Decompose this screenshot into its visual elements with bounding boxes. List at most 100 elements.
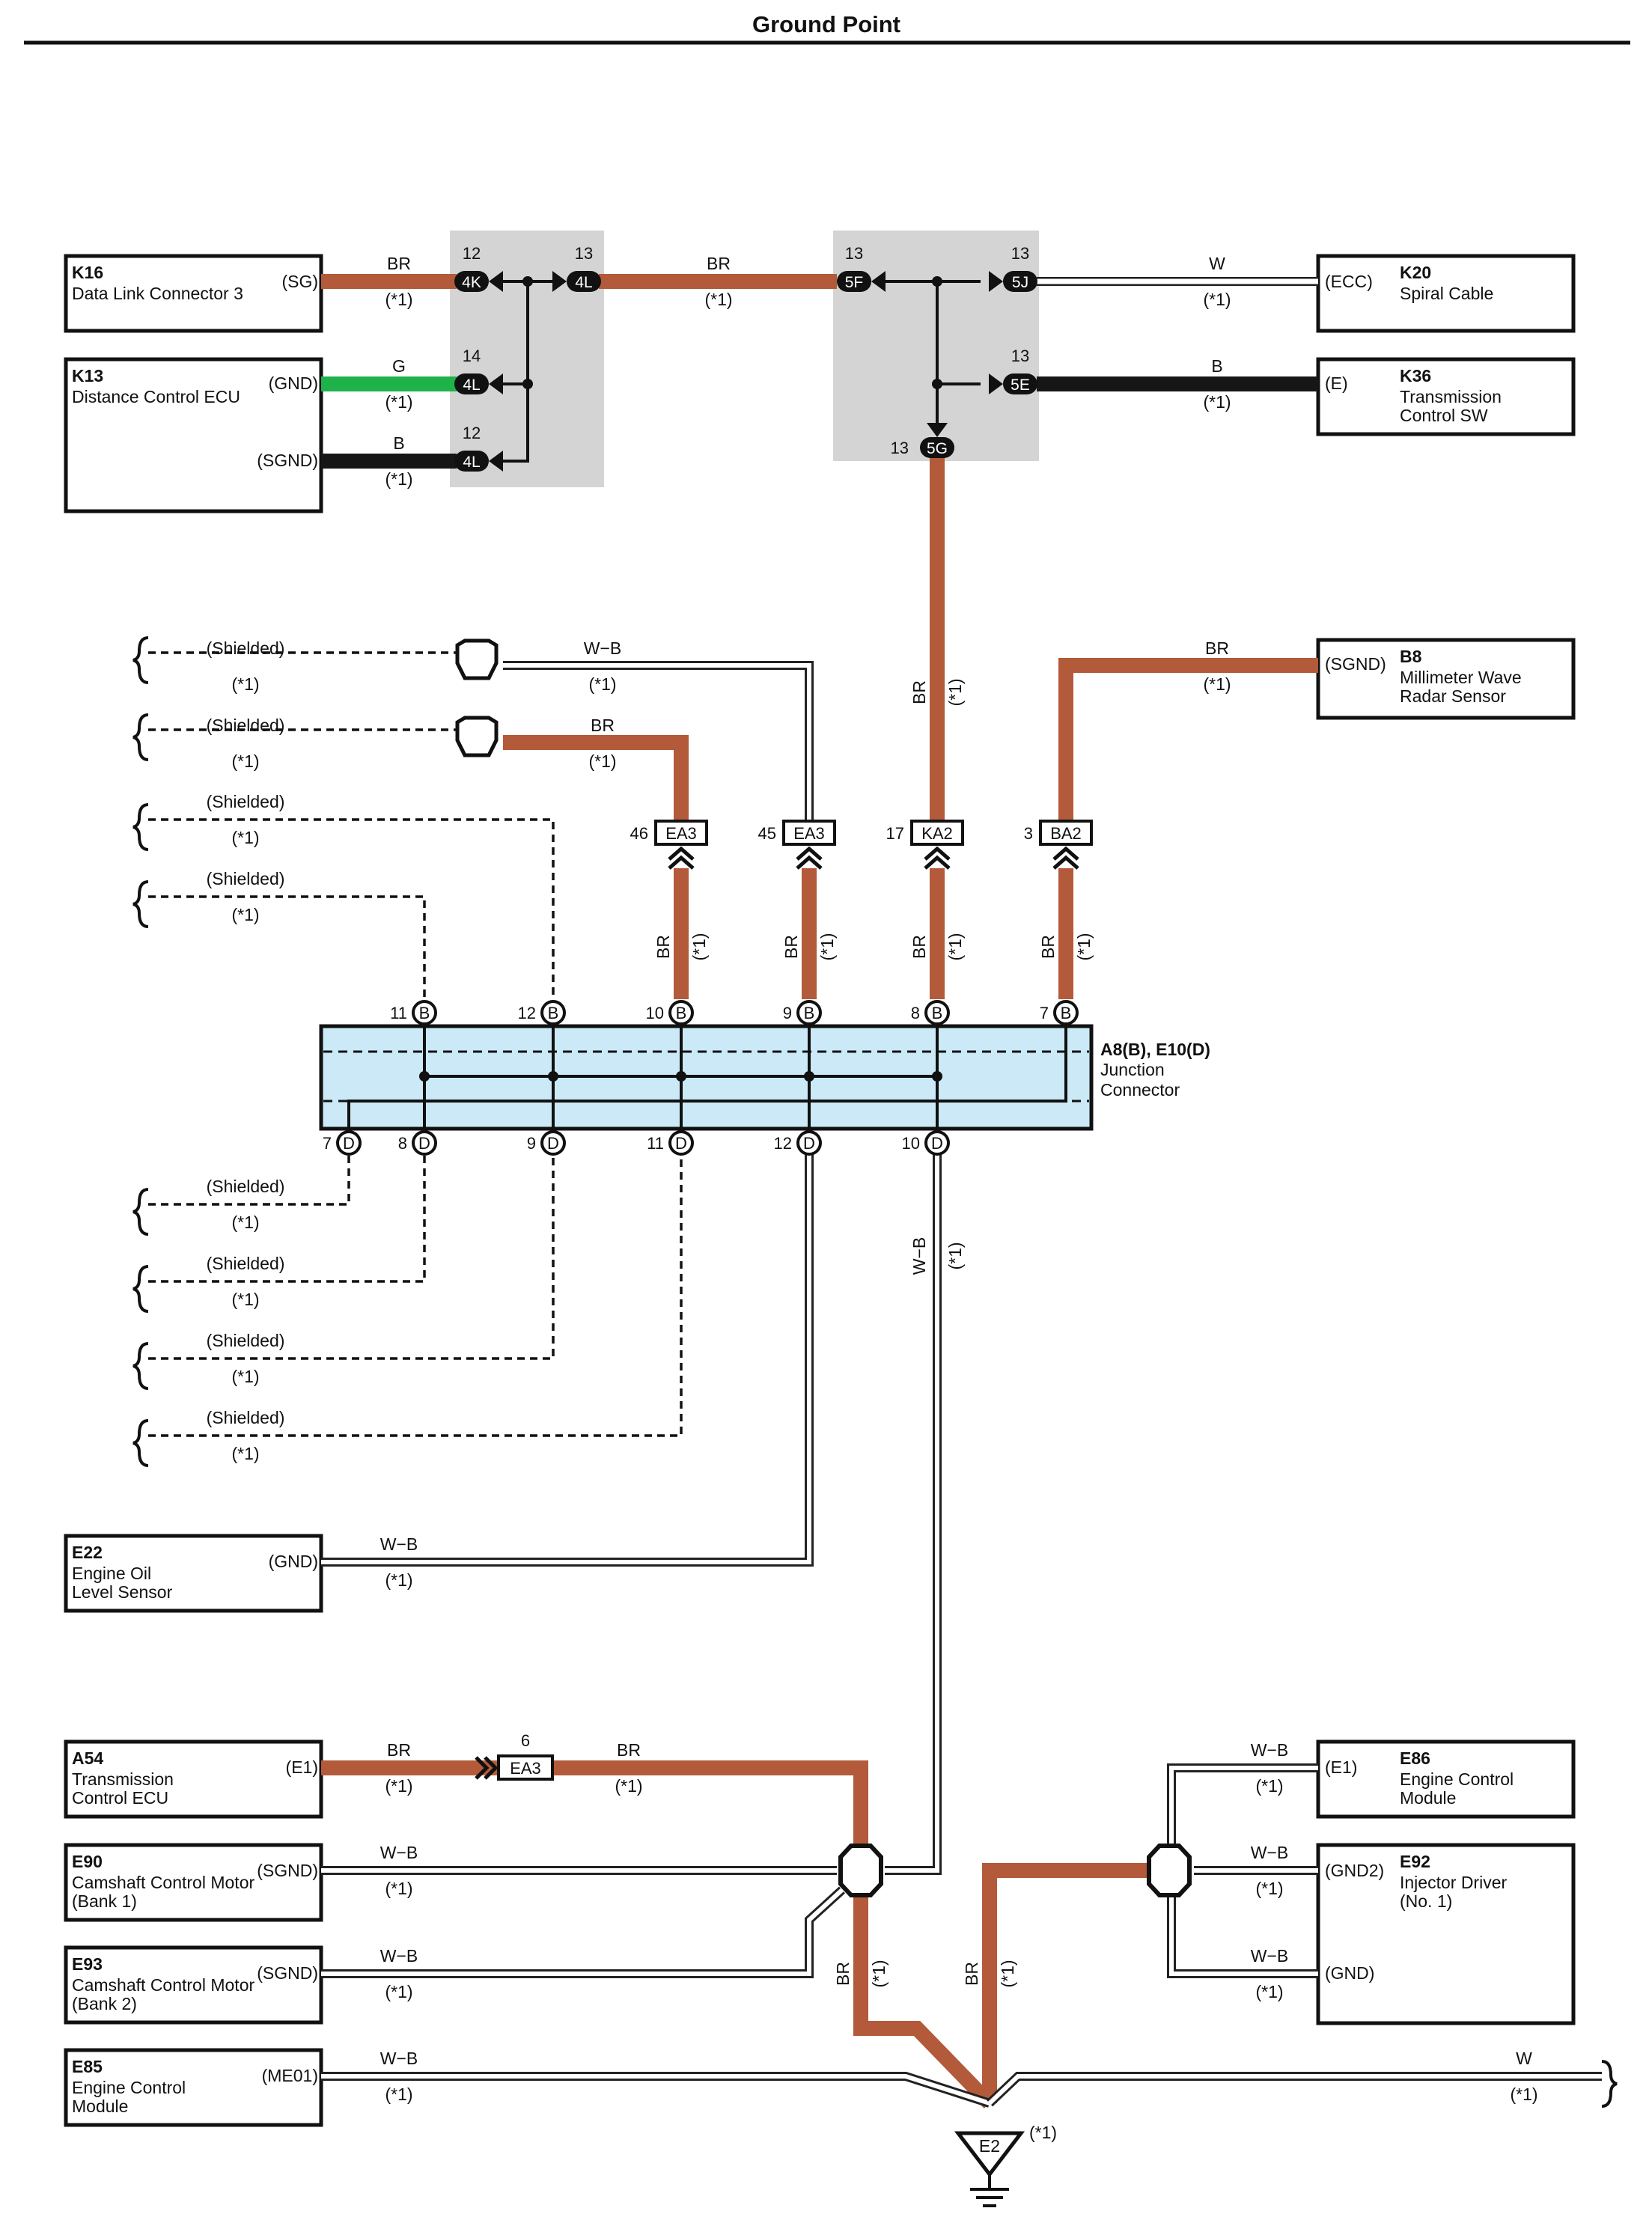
svg-text:W−B: W−B [584, 638, 621, 658]
svg-text:5F: 5F [845, 274, 864, 291]
svg-text:EA3: EA3 [665, 824, 697, 843]
svg-text:13: 13 [891, 439, 909, 457]
connector-5e-13: 5E 13 [989, 347, 1037, 394]
svg-text:14: 14 [463, 347, 481, 365]
svg-text:D: D [343, 1134, 355, 1153]
svg-text:BR: BR [653, 935, 673, 959]
connector-4l-12: 4L 12 [454, 424, 503, 472]
svg-text:Level Sensor: Level Sensor [72, 1582, 173, 1602]
svg-text:B: B [676, 1004, 687, 1022]
shield-line-5 [148, 1143, 350, 1206]
svg-text:(*1): (*1) [231, 905, 259, 924]
svg-text:D: D [675, 1134, 687, 1153]
component-e86: (E1) E86 Engine Control Module [1316, 1739, 1576, 1819]
svg-text:12: 12 [463, 424, 481, 442]
svg-text:(*1): (*1) [385, 1879, 412, 1898]
svg-text:13: 13 [575, 244, 593, 263]
splice-dot [522, 379, 533, 389]
shield-line-8 [148, 1143, 683, 1437]
svg-text:Connector: Connector [1100, 1080, 1180, 1100]
svg-text:E22: E22 [72, 1543, 103, 1562]
svg-text:(*1): (*1) [945, 933, 965, 960]
svg-text:BR: BR [617, 1740, 641, 1760]
svg-text:(GND): (GND) [1325, 1963, 1374, 1983]
svg-text:W: W [1516, 2049, 1532, 2068]
junction-connector-a8-e10: A8(B), E10(D) Junction Connector [319, 1013, 1210, 1131]
svg-text:K16: K16 [72, 263, 103, 282]
svg-text:(*1): (*1) [231, 674, 259, 694]
svg-text:B8: B8 [1400, 647, 1422, 666]
svg-text:6: 6 [521, 1731, 530, 1750]
svg-text:(*1): (*1) [385, 392, 412, 412]
splice-dot [522, 276, 533, 287]
svg-text:Module: Module [72, 2097, 128, 2116]
svg-text:(*1): (*1) [231, 828, 259, 847]
svg-text:(Shielded): (Shielded) [207, 1254, 285, 1273]
connector-ka2-17: KA2 17 [886, 820, 964, 870]
svg-text:BR: BR [387, 254, 411, 273]
svg-text:4K: 4K [462, 274, 481, 291]
junction-pin-7b: B 7 [1040, 1000, 1079, 1025]
component-k20: (ECC) K20 Spiral Cable [1316, 254, 1576, 333]
svg-text:(SGND): (SGND) [257, 1963, 318, 1983]
svg-text:(SG): (SG) [281, 272, 318, 291]
connector-4l-14: 4L 14 [454, 347, 503, 394]
svg-text:Control ECU: Control ECU [72, 1788, 168, 1808]
connector-ea3-45: EA3 45 [758, 820, 836, 870]
svg-text:(*1): (*1) [945, 1242, 965, 1269]
junction-pin-9d: D 9 [527, 1130, 566, 1156]
svg-text:A54: A54 [72, 1748, 103, 1768]
wire-e22-wb-core [321, 1143, 811, 1564]
svg-text:Engine Control: Engine Control [72, 2078, 186, 2097]
svg-text:E93: E93 [72, 1954, 103, 1974]
component-e93: E93 Camshaft Control Motor (Bank 2) (SGN… [64, 1945, 323, 2025]
svg-text:KA2: KA2 [921, 824, 953, 843]
svg-text:(*1): (*1) [1203, 290, 1231, 309]
svg-text:(*1): (*1) [1203, 674, 1231, 694]
junction-pin-11b: B 11 [390, 1000, 437, 1025]
svg-text:(GND): (GND) [269, 1552, 318, 1571]
svg-text:(*1): (*1) [1203, 392, 1231, 412]
svg-text:(*1): (*1) [385, 1776, 412, 1796]
svg-text:W−B: W−B [380, 1534, 418, 1554]
svg-text:G: G [392, 356, 406, 376]
wire-4k-internal-v [494, 281, 529, 463]
svg-text:D: D [418, 1134, 430, 1153]
connector-5f-13: 5F 13 [837, 244, 886, 292]
svg-text:D: D [547, 1134, 559, 1153]
svg-text:BR: BR [1038, 935, 1058, 959]
svg-text:(Shielded): (Shielded) [207, 792, 285, 811]
svg-text:(*1): (*1) [231, 751, 259, 771]
svg-text:9: 9 [783, 1004, 792, 1022]
svg-text:(Shielded): (Shielded) [207, 1331, 285, 1350]
svg-text:46: 46 [630, 824, 648, 843]
svg-text:(No. 1): (No. 1) [1400, 1891, 1452, 1911]
svg-text:B: B [393, 433, 404, 453]
svg-text:W: W [1209, 254, 1225, 273]
wire-10d-wb-core [885, 1143, 939, 1873]
svg-text:D: D [931, 1134, 943, 1153]
svg-text:E2: E2 [979, 2136, 1000, 2156]
svg-text:(*1): (*1) [615, 1776, 642, 1796]
junction-pin-12b: B 12 [518, 1000, 566, 1025]
component-e92: (GND2) (GND) E92 Injector Driver (No. 1) [1316, 1843, 1576, 2025]
vertical-wire-labels: BR (*1) BR (*1) BR (*1) BR (*1) BR (*1) … [653, 678, 1094, 1987]
component-k13: K13 Distance Control ECU (GND) (SGND) [64, 357, 323, 513]
svg-text:BR: BR [909, 680, 929, 704]
connector-5g-13: 5G 13 [891, 423, 954, 458]
svg-text:(SGND): (SGND) [1325, 654, 1386, 674]
svg-text:(*1): (*1) [588, 674, 616, 694]
component-b8: (SGND) B8 Millimeter Wave Radar Sensor [1316, 638, 1576, 720]
splice-dot [932, 276, 942, 287]
svg-text:8: 8 [398, 1134, 407, 1153]
svg-text:(E1): (E1) [286, 1757, 318, 1777]
svg-text:13: 13 [845, 244, 863, 263]
svg-text:(SGND): (SGND) [257, 451, 318, 470]
ground-point-e2: E2 (*1) [954, 2123, 1057, 2207]
svg-text:Transmission: Transmission [1400, 387, 1502, 406]
svg-text:(*1): (*1) [869, 1960, 889, 1987]
svg-text:(*1): (*1) [231, 1213, 259, 1232]
svg-text:E86: E86 [1400, 1748, 1430, 1768]
svg-text:5J: 5J [1012, 274, 1028, 291]
